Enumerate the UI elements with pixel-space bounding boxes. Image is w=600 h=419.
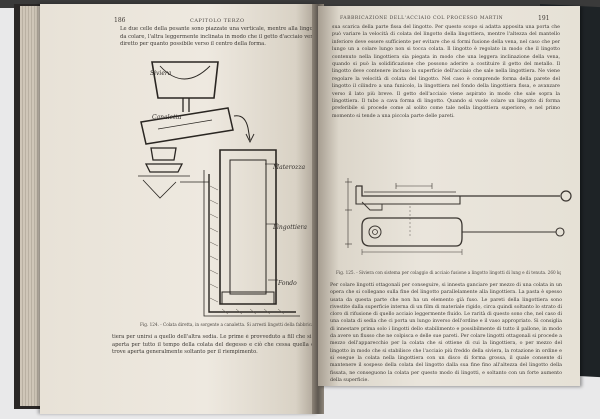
label-siviera: Siviera	[150, 70, 172, 77]
ladle-plan-view	[361, 217, 463, 247]
left-figure-caption: Fig. 124. - Colata diretta, in sorgente …	[140, 322, 315, 327]
label-lingottiera: Lingottiera	[273, 224, 307, 231]
ingot-mould	[219, 149, 277, 305]
right-bottom-paragraph: Per colare lingotti ottagonali per conse…	[330, 283, 562, 382]
ladle-side-view	[356, 185, 560, 197]
right-page-number: 191	[538, 15, 550, 22]
label-fondo: Fondo	[278, 280, 297, 287]
channel-shape	[140, 107, 234, 145]
left-top-paragraph: Le due celle della pesante sono piazzate…	[120, 26, 320, 48]
ladle-shape	[151, 61, 219, 99]
right-running-head: FABBRICAZIONE DELL'ACCIAIO COL PROCESSO …	[340, 16, 504, 21]
left-bottom-paragraph: tiera per unirsi a quello dell'altra sed…	[112, 334, 327, 356]
left-page-number: 186	[114, 17, 126, 24]
right-figure-caption: Fig. 125. - Siviera con sistema per cola…	[336, 270, 561, 275]
right-top-paragraph: sua scarica della parte fissa del lingot…	[332, 25, 560, 119]
left-page: 186 CAPITOLO TERZO Le due celle della pe…	[40, 4, 327, 414]
left-running-head: CAPITOLO TERZO	[190, 18, 245, 24]
label-materozza: Materozza	[273, 164, 306, 171]
